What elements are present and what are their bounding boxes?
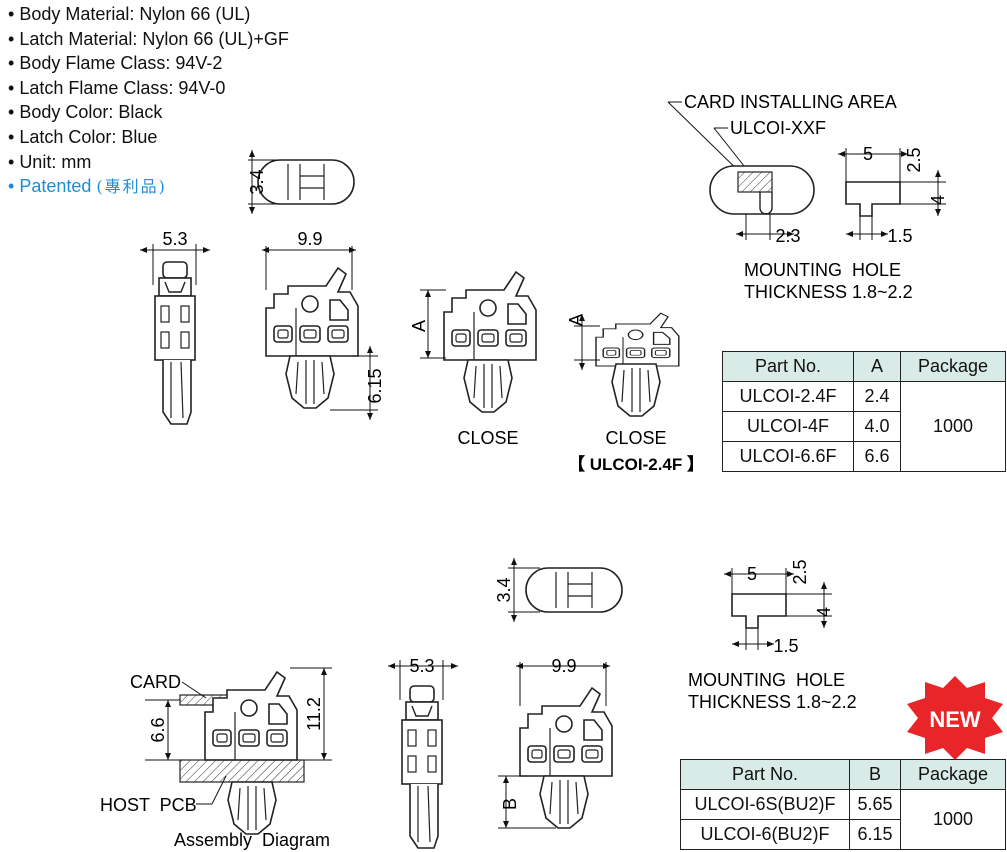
spec-item-patented: Patented (專利品) — [8, 174, 289, 200]
table-row: ULCOI-6(BU2)F 6.15 — [680, 819, 1006, 850]
part-table-b: Part No. B Package ULCOI-6S(BU2)F 5.65 1… — [680, 759, 1006, 850]
bottom-front-view-drawing: 9.9 B — [498, 656, 613, 829]
table-cell-b: 6.15 — [849, 819, 901, 850]
hole-dim-w: 5 — [863, 144, 873, 164]
bottom-mounting-hole-drawing: 5 2.5 4 1.5 MOUNTING HOLE THICKNESS 1.8~… — [688, 559, 857, 712]
close-view-drawing: A CLOSE — [409, 271, 537, 448]
new-badge: NEW — [907, 676, 1003, 760]
table-header: Package — [900, 351, 1006, 382]
assembly-diagram-label: Assembly Diagram — [174, 830, 330, 850]
close-label: CLOSE — [457, 428, 518, 448]
hole-dim-a: 2.3 — [775, 226, 800, 246]
bottom-hole-dim-b: 1.5 — [773, 636, 798, 656]
table-row: ULCOI-2.4F 2.4 1000 — [722, 381, 1006, 472]
hole-dim-t: 2.5 — [904, 147, 924, 172]
assembly-card-dim: 6.6 — [148, 717, 168, 742]
ulcoi-xxf-label: ULCOI-XXF — [730, 118, 826, 138]
bottom-top-view-drawing: 3.4 — [494, 558, 623, 622]
table-header: B — [849, 759, 901, 790]
front-view-drawing: 9.9 6.15 — [262, 229, 385, 420]
bottom-mounting-hole-line2: THICKNESS 1.8~2.2 — [688, 692, 857, 712]
mounting-hole-drawing: 5 2.5 4 1.5 MOUNTING HOLE THICKNESS 1.8~… — [744, 144, 948, 302]
front-view-width: 9.9 — [297, 229, 322, 249]
table-cell-package: 1000 — [900, 381, 1006, 472]
spec-item: Latch Color: Blue — [8, 125, 289, 150]
assembly-card-label: CARD — [130, 672, 181, 692]
card-installing-area-label: CARD INSTALLING AREA — [684, 92, 897, 112]
close-24f-label: CLOSE — [605, 428, 666, 448]
table-cell-part: ULCOI-4F — [722, 411, 854, 442]
table-cell-part: ULCOI-2.4F — [722, 381, 854, 412]
card-installing-area-drawing: CARD INSTALLING AREA ULCOI-XXF 2.3 — [667, 92, 897, 246]
front-view-height: 6.15 — [365, 368, 385, 403]
bottom-hole-dim-w: 5 — [747, 564, 757, 584]
spec-item: Unit: mm — [8, 150, 289, 175]
assembly-height-dim: 11.2 — [304, 697, 324, 731]
table-row: ULCOI-6.6F 6.6 — [722, 441, 1006, 472]
mounting-hole-line1: MOUNTING HOLE — [744, 260, 901, 280]
ulcoi-24f-label: 【 ULCOI-2.4F 】 — [568, 454, 704, 474]
hole-dim-h: 4 — [928, 195, 948, 205]
bottom-hole-dim-h: 4 — [814, 607, 834, 617]
table-header: Part No. — [722, 351, 854, 382]
side-view-width: 5.3 — [162, 229, 187, 249]
spec-item: Body Flame Class: 94V-2 — [8, 51, 289, 76]
bottom-b-label: B — [500, 798, 520, 810]
table-cell-a: 4.0 — [853, 411, 901, 442]
table-cell-a: 6.6 — [853, 441, 901, 472]
bottom-top-view-dim: 3.4 — [494, 577, 514, 602]
table-cell-part: ULCOI-6S(BU2)F — [680, 789, 850, 820]
table-header: Part No. — [680, 759, 850, 790]
table-cell-a: 2.4 — [853, 381, 901, 412]
bottom-mounting-hole-line1: MOUNTING HOLE — [688, 670, 845, 690]
table-cell-part: ULCOI-6(BU2)F — [680, 819, 850, 850]
hole-dim-b: 1.5 — [887, 226, 912, 246]
table-cell-package: 1000 — [900, 789, 1006, 850]
spec-item: Body Color: Black — [8, 100, 289, 125]
bottom-side-view-drawing: 5.3 — [388, 656, 458, 849]
table-header: Package — [900, 759, 1006, 790]
part-table-a: Part No. A Package ULCOI-2.4F 2.4 1000 U… — [722, 351, 1006, 472]
table-header: A — [853, 351, 901, 382]
spec-item: Body Material: Nylon 66 (UL) — [8, 2, 289, 27]
table-row: ULCOI-6S(BU2)F 5.65 1000 — [680, 789, 1006, 850]
spec-item: Latch Material: Nylon 66 (UL)+GF — [8, 27, 289, 52]
close-view-24f-drawing: A CLOSE 【 ULCOI-2.4F 】 — [566, 312, 704, 474]
table-cell-part: ULCOI-6.6F — [722, 441, 854, 472]
close-24f-a-label: A — [566, 314, 586, 326]
table-cell-b: 5.65 — [849, 789, 901, 820]
bottom-front-view-width: 9.9 — [551, 656, 576, 676]
assembly-diagram-drawing: CARD 6.6 11.2 HOST PCB Assembly Diagram — [100, 667, 332, 850]
bottom-hole-dim-t: 2.5 — [790, 559, 810, 584]
mounting-hole-line2: THICKNESS 1.8~2.2 — [744, 282, 913, 302]
table-row: ULCOI-4F 4.0 — [722, 411, 1006, 442]
spec-list: Body Material: Nylon 66 (UL) Latch Mater… — [8, 2, 289, 200]
spec-item: Latch Flame Class: 94V-0 — [8, 76, 289, 101]
patented-label: Patented — [19, 176, 92, 197]
top-view-drawing: 3.4 — [247, 150, 355, 214]
patented-cjk: (專利品) — [96, 177, 167, 197]
side-view-drawing: 5.3 — [140, 229, 210, 425]
host-pcb-label: HOST PCB — [100, 795, 197, 815]
new-badge-text: NEW — [929, 707, 981, 732]
top-view-dim: 3.4 — [247, 169, 267, 194]
bottom-side-view-width: 5.3 — [409, 656, 434, 676]
close-a-label: A — [409, 320, 429, 332]
